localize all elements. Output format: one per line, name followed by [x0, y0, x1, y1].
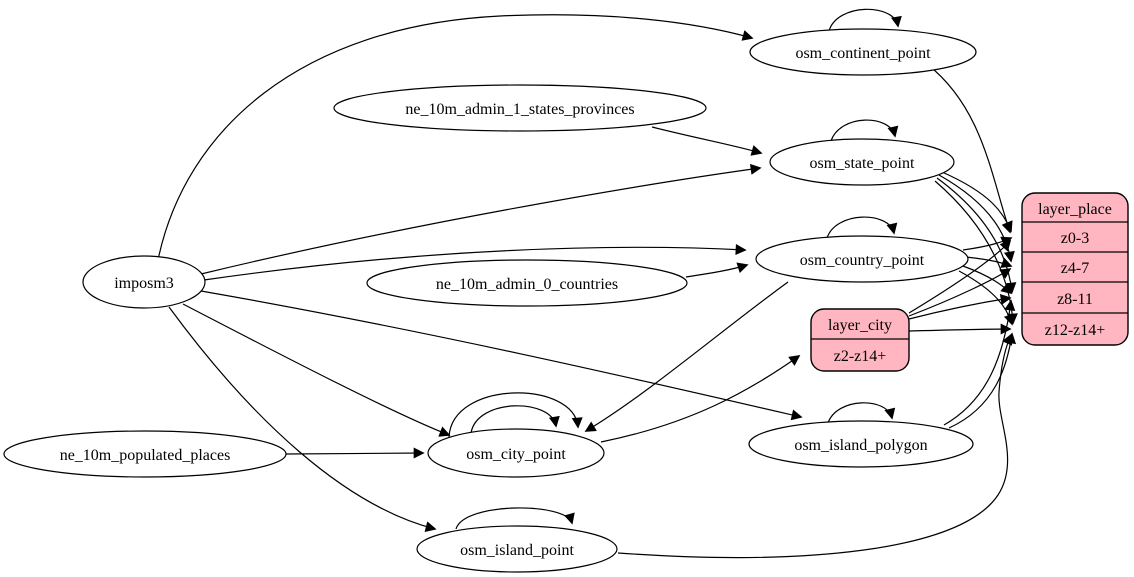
edge-imposm3-osm_island_polygon: [200, 290, 803, 421]
node-osm_continent_point-label: osm_continent_point: [795, 45, 931, 62]
edge-osm_country_point-layer_place-z4-7: [965, 256, 1013, 268]
edge-group: [157, 8, 1018, 559]
node-osm_continent_point: osm_continent_point: [749, 28, 977, 76]
edge-layer_city-layer_place-z8-11: [908, 294, 1012, 320]
node-ne_10m_admin_0_countries-shape: [366, 259, 688, 307]
record-layer_place-row-z12-z14: z12-z14+: [1045, 322, 1106, 339]
record-layer_place-row-z4-7: z4-7: [1061, 260, 1089, 277]
record-layer_city-box: [810, 308, 910, 372]
selfloop-osm_island_point: [455, 507, 575, 530]
selfloop-osm_state_point: [830, 119, 899, 142]
node-ne_10m_admin_0_countries-label: ne_10m_admin_0_countries: [436, 276, 618, 293]
edge-osm_state_point-layer_place-z8-11: [936, 177, 1017, 294]
record-layer_place-row-z8-11: z8-11: [1057, 291, 1093, 308]
edge-imposm3-osm_island_point: [168, 306, 437, 533]
selfloop-osm_city_point-outer: [448, 392, 583, 438]
node-osm_island_point: osm_island_point: [416, 525, 618, 573]
edge-imposm3-osm_state_point: [200, 163, 762, 275]
node-osm_island_point-label: osm_island_point: [460, 542, 574, 559]
node-osm_continent_point-shape: [749, 28, 977, 76]
edge-layer_city-layer_place-z4-7: [908, 268, 1012, 317]
node-osm_state_point: osm_state_point: [769, 138, 955, 186]
record-layer_city-title: layer_city: [828, 317, 892, 334]
node-osm_state_point-shape: [769, 138, 955, 186]
node-ne_10m_admin_1_states_provinces-label: ne_10m_admin_1_states_provinces: [405, 101, 634, 118]
selfloop-osm_country_point: [826, 216, 898, 239]
edge-layer_city-layer_place-z12-z14: [908, 323, 1012, 335]
edge-imposm3-osm_city_point: [182, 303, 451, 437]
node-ne_10m_admin_0_countries: ne_10m_admin_0_countries: [366, 259, 688, 307]
node-ne_10m_populated_places-shape: [3, 430, 287, 478]
edge-osm_country_point-osm_city_point: [584, 281, 789, 432]
node-osm_city_point-label: osm_city_point: [466, 446, 566, 463]
edge-osm_country_point-layer_place-z12-z14: [958, 270, 1015, 326]
node-osm_island_point-shape: [416, 525, 618, 573]
edge-osm_island_polygon-layer_place-z12-z14: [948, 332, 1017, 429]
edge-imposm3-osm_country_point: [203, 244, 747, 281]
node-ne_10m_populated_places: ne_10m_populated_places: [3, 430, 287, 478]
edge-osm_continent_point-layer_place-z0-3: [926, 63, 1013, 234]
node-osm_island_polygon-shape: [748, 420, 974, 468]
edge-osm_state_point-layer_place-z4-7: [938, 174, 1015, 263]
edge-ne_10m_admin_1_states_provinces-osm_state_point: [651, 126, 763, 156]
edge-osm_country_point-layer_place-z8-11: [962, 265, 1013, 295]
node-imposm3-label: imposm3: [114, 275, 174, 292]
node-osm_country_point-shape: [755, 235, 969, 283]
node-osm_city_point: osm_city_point: [427, 428, 605, 478]
edge-ne_10m_populated_places-osm_city_point: [285, 447, 425, 459]
node-imposm3-shape: [82, 255, 206, 309]
node-osm_state_point-label: osm_state_point: [810, 155, 915, 172]
edge-osm_country_point-layer_place-z0-3: [962, 236, 1013, 251]
record-layer_city-row-z2-z14: z2-z14+: [834, 348, 887, 365]
selfloop-osm_continent_point: [828, 8, 902, 32]
edge-layer_city-layer_place-z0-3: [908, 239, 1012, 314]
selfloop-osm_city_point-inner: [470, 405, 560, 434]
node-ne_10m_populated_places-label: ne_10m_populated_places: [60, 447, 231, 464]
node-osm_island_polygon: osm_island_polygon: [748, 420, 974, 468]
node-osm_country_point: osm_country_point: [755, 235, 969, 283]
edge-osm_island_point-layer_place-z12-z14: [617, 333, 1013, 559]
node-osm_island_polygon-label: osm_island_polygon: [794, 437, 927, 454]
node-osm_city_point-shape: [427, 428, 605, 478]
record-layer_place-title: layer_place: [1038, 201, 1112, 218]
edge-ne_10m_admin_0_countries-osm_country_point: [685, 262, 749, 278]
selfloop-osm_island_polygon: [827, 402, 896, 424]
edge-osm_state_point-layer_place-z0-3: [941, 171, 1013, 233]
record-layer_place-row-z0-3: z0-3: [1061, 230, 1089, 247]
edge-osm_island_polygon-layer_place-z8-11: [943, 299, 1016, 426]
edge-osm_state_point-layer_place-z12-z14: [934, 180, 1018, 325]
edge-osm_city_point-layer_city: [600, 355, 801, 443]
record-layer_city: layer_city z2-z14+: [810, 308, 910, 372]
node-osm_country_point-label: osm_country_point: [800, 252, 925, 269]
node-ne_10m_admin_1_states_provinces-shape: [333, 84, 707, 132]
node-ne_10m_admin_1_states_provinces: ne_10m_admin_1_states_provinces: [333, 84, 707, 132]
edge-imposm3-osm_continent_point: [157, 14, 754, 261]
record-layer_place-box: [1021, 192, 1129, 346]
node-imposm3: imposm3: [82, 255, 206, 309]
record-layer_place: layer_place z0-3 z4-7 z8-11 z12-z14+: [1021, 192, 1129, 346]
